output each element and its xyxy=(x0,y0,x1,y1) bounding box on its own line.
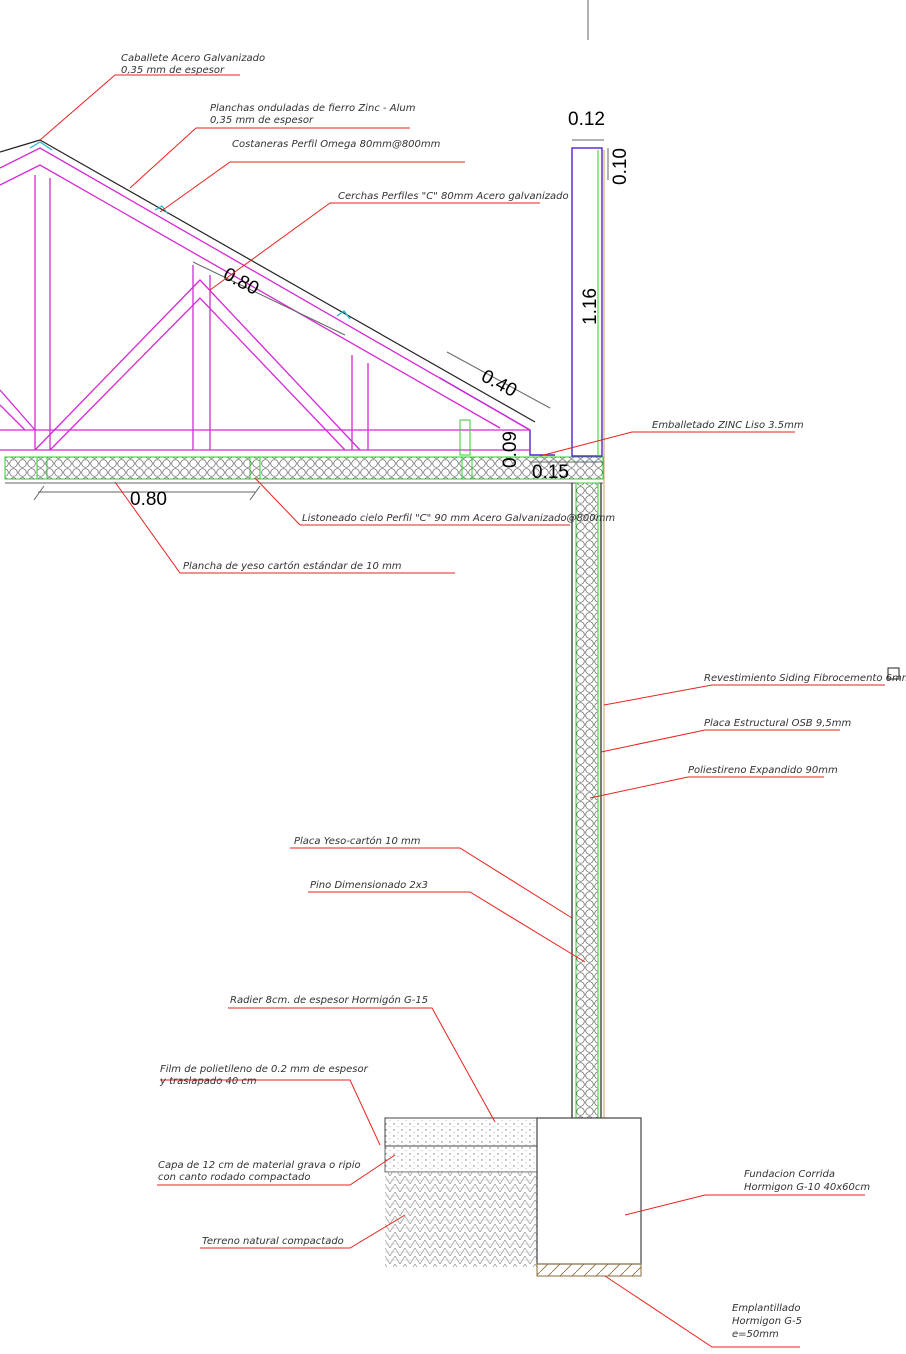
lean-concrete xyxy=(536,1263,642,1277)
purlin-1 xyxy=(154,205,169,215)
slab xyxy=(384,1117,538,1147)
ceiling-insulation xyxy=(4,456,604,484)
label-fundacion: Fundacion Corrida xyxy=(744,1169,835,1180)
dim-080-slope: 0.80 xyxy=(220,264,263,300)
label-caballete-thickness: 0,35 mm de espesor xyxy=(121,65,225,76)
label-planchas: Planchas onduladas de fierro Zinc - Alum xyxy=(210,103,416,114)
label-revestimiento: Revestimiento Siding Fibrocemento 6mm xyxy=(704,673,906,684)
label-caballete: Caballete Acero Galvanizado xyxy=(121,53,265,64)
label-costaneras: Costaneras Perfil Omega 80mm@800mm xyxy=(232,139,441,150)
natural-soil xyxy=(385,1172,537,1267)
gravel-layer xyxy=(384,1145,538,1173)
label-pino: Pino Dimensionado 2x3 xyxy=(310,880,428,891)
label-capa: Capa de 12 cm de material grava o ripio xyxy=(158,1160,361,1171)
label-capa-compact: con canto rodado compactado xyxy=(158,1172,311,1183)
dim-009: 0.09 xyxy=(500,431,521,468)
label-plancha-yeso: Plancha de yeso cartón estándar de 10 mm xyxy=(183,560,402,572)
roof-assembly xyxy=(0,139,555,456)
label-emplantillado-thickness: e=50mm xyxy=(732,1329,779,1340)
label-planchas-thickness: 0,35 mm de espesor xyxy=(210,115,314,126)
dim-080-ceiling: 0.80 xyxy=(130,489,167,510)
dim-012: 0.12 xyxy=(568,109,605,130)
label-radier: Radier 8cm. de espesor Hormigón G-15 xyxy=(230,994,428,1006)
dim-040: 0.40 xyxy=(478,366,521,402)
label-fundacion-spec: Hormigon G-10 40x60cm xyxy=(744,1182,870,1193)
ridge-purlin xyxy=(29,141,53,151)
parapet xyxy=(571,147,603,457)
label-emballetado: Emballetado ZINC Liso 3.5mm xyxy=(652,420,804,431)
label-listoneado: Listoneado cielo Perfil "C" 90 mm Acero … xyxy=(302,513,615,524)
grip-handle[interactable] xyxy=(887,667,900,680)
foundation-assembly xyxy=(384,1117,642,1277)
wall-core xyxy=(575,482,599,1119)
label-film: Film de polietileno de 0.2 mm de espesor xyxy=(160,1064,369,1075)
dim-010: 0.10 xyxy=(610,148,631,185)
wall-assembly xyxy=(571,147,605,1119)
label-emplantillado: Emplantillado xyxy=(732,1303,801,1314)
dim-116: 1.16 xyxy=(580,288,601,325)
label-emplantillado-spec: Hormigon G-5 xyxy=(732,1316,802,1327)
label-cerchas: Cerchas Perfiles "C" 80mm Acero galvaniz… xyxy=(338,191,569,202)
label-poliestireno: Poliestireno Expandido 90mm xyxy=(688,765,838,776)
label-placa-osb: Placa Estructural OSB 9,5mm xyxy=(704,718,851,729)
label-placa-yeso: Placa Yeso-cartón 10 mm xyxy=(294,835,421,847)
dim-015: 0.15 xyxy=(532,462,569,483)
strip-footing xyxy=(536,1117,642,1265)
dimension-lines xyxy=(33,139,609,501)
label-terreno: Terreno natural compactado xyxy=(202,1236,344,1247)
purlin-2 xyxy=(336,310,351,320)
roof-sheet xyxy=(39,139,536,423)
label-film-overlap: y traslapado 40 cm xyxy=(159,1076,257,1087)
leader-lines xyxy=(39,74,885,1348)
